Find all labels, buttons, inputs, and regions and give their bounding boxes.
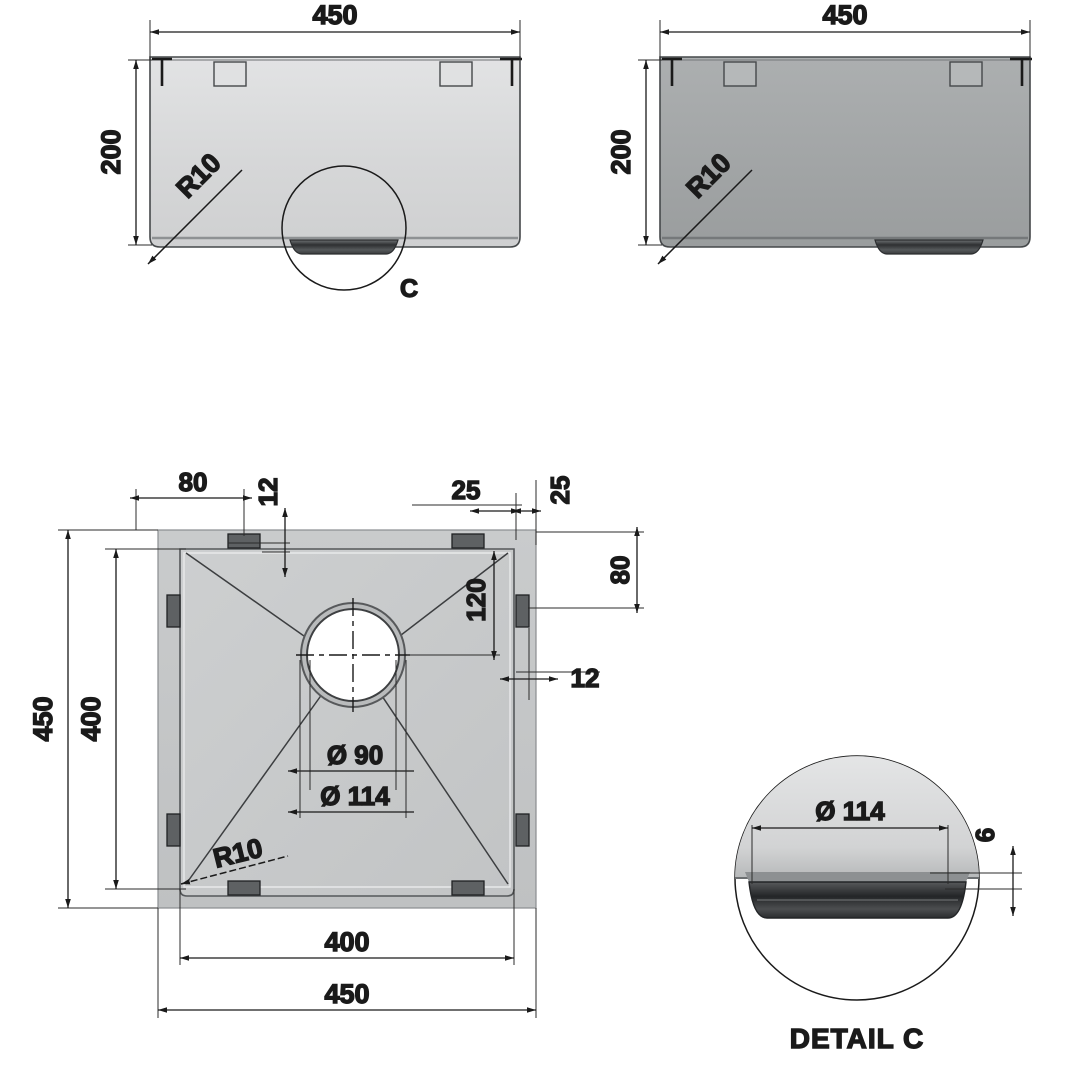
plan-fold-bl [185,689,326,885]
plan-clip-bottom-left [227,880,261,896]
front-clip-right [439,61,473,87]
plan-clip-top-left [227,533,261,549]
detail-c-caption: DETAIL C [790,1023,925,1054]
leader-r10-plan [180,855,289,885]
dim-450-bottom: 450 [324,979,369,1009]
plan-clip-left-top [166,594,181,628]
front-clip-left [213,61,247,87]
plan-clip-left-bottom [166,813,181,847]
dim-450-top-left: 450 [312,0,357,30]
view-front-elevation: C 450 200 R10 [95,0,522,304]
plan-clip-top-right [451,533,485,549]
front-body [149,56,521,248]
view-plan: 80 12 25 25 80 120 12 450 [27,466,644,1018]
dim-detail-dia114: Ø 114 [815,796,885,826]
plan-fold-br [377,689,509,885]
side-drain-bump [874,239,984,255]
detail-c-flange [735,756,979,878]
detail-marker-c-label: C [400,275,418,303]
detail-c-lip [745,872,970,882]
view-side-elevation: 450 200 R10 [605,0,1032,265]
dim-400-left: 400 [76,696,106,741]
front-bracket-right [500,57,522,86]
plan-clip-bottom-right [451,880,485,896]
plan-bowl-highlight [183,552,511,888]
side-bracket-right [1010,57,1032,86]
dim-80-right: 80 [605,556,635,585]
view-detail-c: Ø 114 6 DETAIL C [734,755,1022,1055]
front-bracket-left [152,57,172,86]
detail-circle-c[interactable] [281,165,407,291]
side-body [659,56,1031,248]
plan-clip-right-top [515,594,530,628]
dim-25-right-top: 25 [545,476,575,505]
dim-80-top: 80 [179,467,208,497]
side-clip-right [949,61,983,87]
dim-12-top: 12 [253,478,283,507]
side-bracket-left [662,57,682,86]
leader-r10-right [657,169,753,265]
plan-clip-right-bottom [515,813,530,847]
dim-12-right: 12 [571,663,600,693]
dim-200-left: 200 [96,129,126,174]
dim-450-left: 450 [28,696,58,741]
dim-dia90: Ø 90 [327,740,383,770]
dim-450-top-right: 450 [822,0,867,30]
side-clip-left [723,61,757,87]
dim-200-right: 200 [606,129,636,174]
dim-120: 120 [461,578,491,621]
dim-detail-6: 6 [970,828,1000,842]
front-drain-bump [289,239,399,255]
leader-r10-left [147,169,243,265]
dim-25-top: 25 [452,475,481,505]
dim-dia114: Ø 114 [320,781,390,811]
dim-400-bottom: 400 [324,927,369,957]
